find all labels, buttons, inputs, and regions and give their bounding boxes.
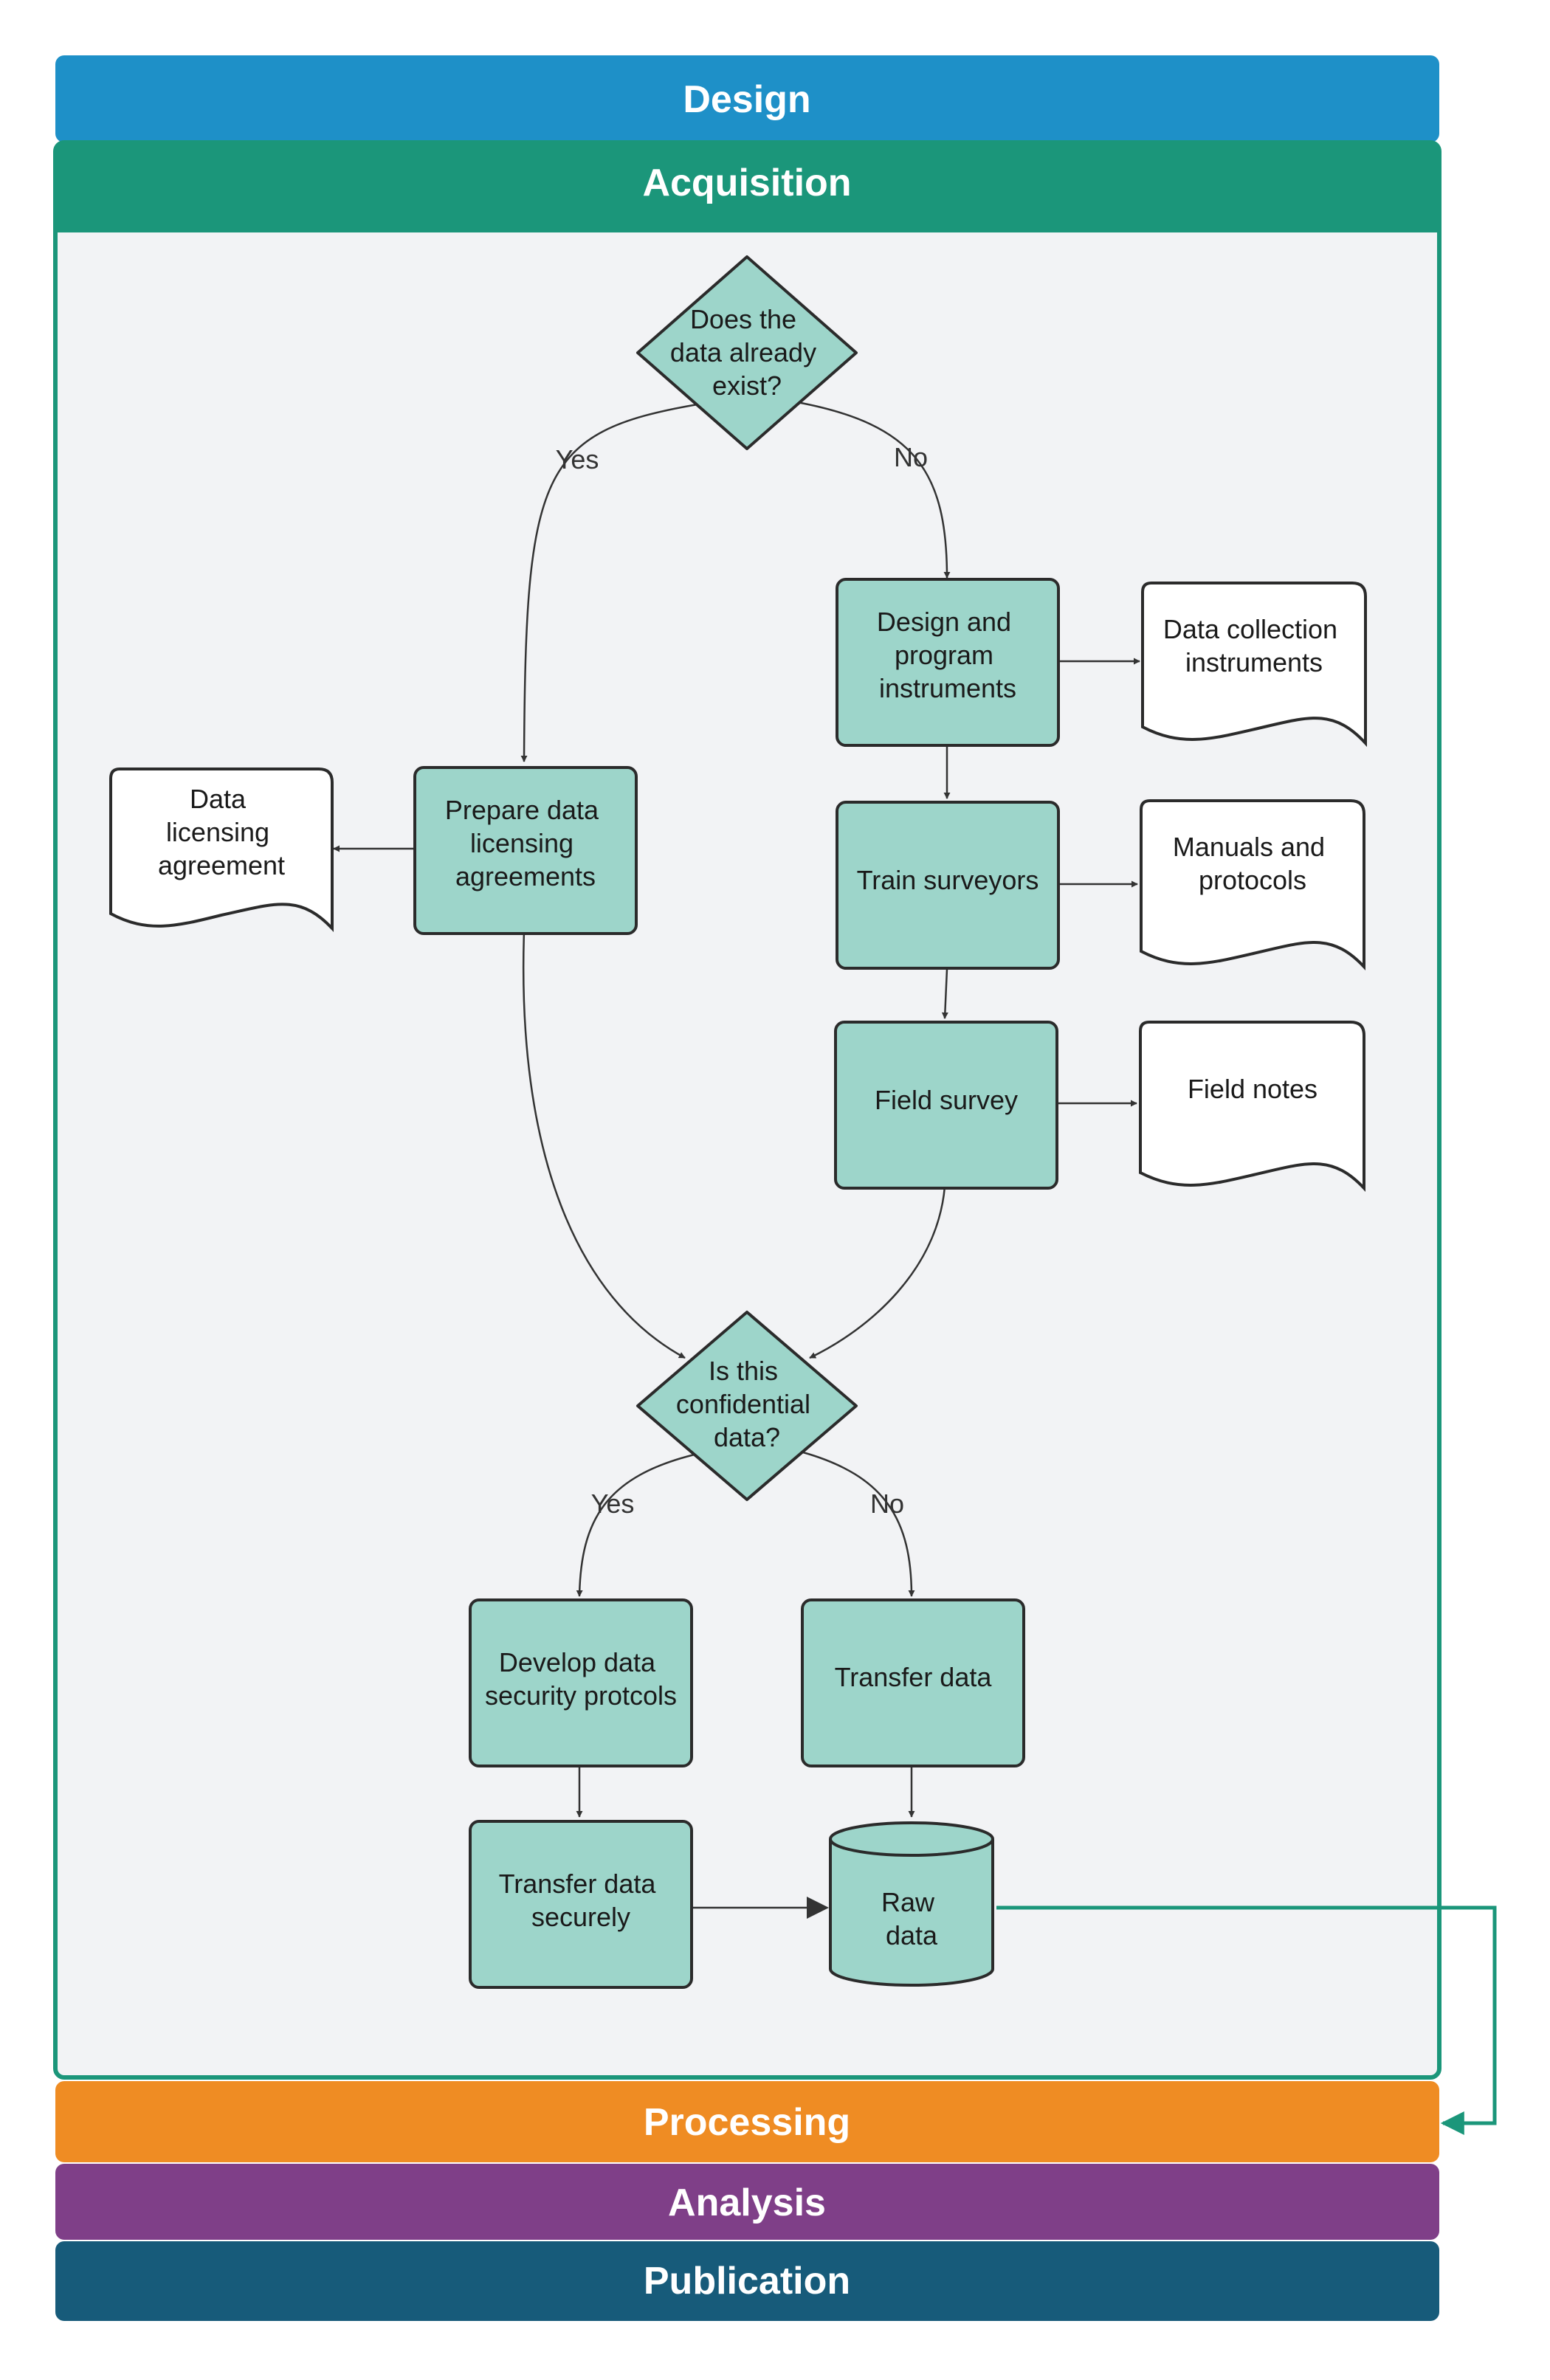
develop-security-box xyxy=(469,1598,693,1767)
edge-label-yes-2: Yes xyxy=(591,1489,635,1519)
exists-decision-text: Does the data already exist? xyxy=(670,304,824,401)
transfer-data-text: Transfer data xyxy=(835,1662,993,1692)
licensing-agreement-text: Data licensing agreement xyxy=(158,784,285,880)
edge-label-no-1: No xyxy=(894,442,928,472)
edge-field-to-confidential xyxy=(809,1186,946,1359)
transfer-securely-box xyxy=(469,1820,693,1989)
publication-phase-bar xyxy=(55,2241,1439,2321)
acquisition-phase-bar xyxy=(55,142,1439,232)
edge-train-to-field xyxy=(941,968,948,1019)
design-instruments-text: Design and program instruments xyxy=(877,607,1019,703)
edge-exists-no xyxy=(796,401,951,579)
transfer-data-box xyxy=(801,1598,1025,1767)
design-phase-label: Design xyxy=(683,78,810,121)
confidential-decision-diamond xyxy=(636,1311,858,1501)
raw-data-text: Raw data xyxy=(881,1887,942,1950)
prepare-licensing-box xyxy=(413,766,638,935)
confidential-decision-text: Is this confidential data? xyxy=(676,1356,818,1452)
analysis-phase-bar xyxy=(55,2164,1439,2240)
field-notes-document xyxy=(1139,1021,1365,1193)
design-instruments-box xyxy=(836,578,1060,747)
instruments-document-text: Data collection instruments xyxy=(1163,614,1345,677)
train-surveyors-box xyxy=(836,801,1060,970)
edge-label-yes-1: Yes xyxy=(556,444,599,475)
develop-security-text: Develop data security protcols xyxy=(485,1647,677,1711)
field-survey-text: Field survey xyxy=(875,1085,1018,1115)
field-survey-box xyxy=(834,1021,1058,1190)
design-phase-bar xyxy=(55,55,1439,142)
exists-decision-diamond xyxy=(636,255,858,450)
edge-confidential-no xyxy=(802,1451,915,1597)
field-notes-document-text: Field notes xyxy=(1188,1074,1318,1104)
edge-exists-yes xyxy=(520,403,698,762)
acquisition-phase-label: Acquisition xyxy=(642,162,851,204)
prepare-licensing-text: Prepare data licensing agreements xyxy=(445,795,606,891)
processing-phase-bar xyxy=(55,2081,1439,2162)
edge-label-no-2: No xyxy=(870,1489,904,1519)
analysis-phase-label: Analysis xyxy=(668,2181,826,2224)
processing-phase-label: Processing xyxy=(644,2101,850,2144)
transfer-securely-text: Transfer data securely xyxy=(499,1869,664,1932)
train-surveyors-text: Train surveyors xyxy=(857,865,1039,895)
edge-licensing-to-confidential xyxy=(523,931,686,1359)
raw-data-cylinder xyxy=(829,1821,994,1987)
edge-raw-to-processing xyxy=(996,1905,1497,2135)
edge-confidential-yes xyxy=(576,1452,698,1597)
manuals-document-text: Manuals and protocols xyxy=(1173,832,1332,895)
licensing-agreement-document xyxy=(109,768,334,933)
instruments-document xyxy=(1141,582,1367,748)
publication-phase-label: Publication xyxy=(644,2260,850,2303)
manuals-document xyxy=(1140,799,1365,971)
